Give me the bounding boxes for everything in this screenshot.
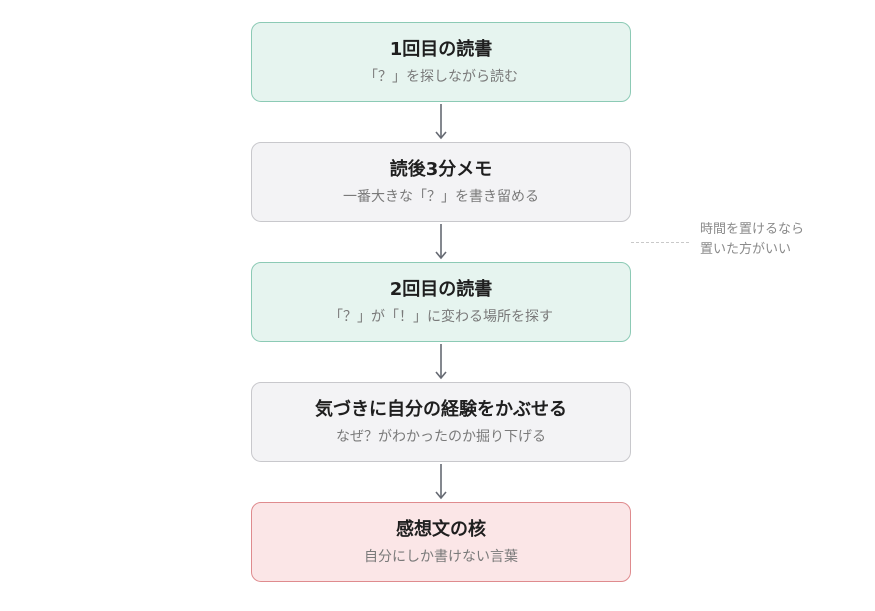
step-second-reading: 2回目の読書 「？」が「！」に変わる場所を探す [251,262,631,342]
arrow-down-icon [431,222,451,262]
step-core-of-review: 感想文の核 自分にしか書けない言葉 [251,502,631,582]
step-subtitle: なぜ？がわかったのか掘り下げる [336,429,546,445]
step-title: 感想文の核 [396,519,486,540]
step-subtitle: 「？」を探しながら読む [364,69,518,85]
step-after-reading-memo: 読後3分メモ 一番大きな「？」を書き留める [251,142,631,222]
step-subtitle: 一番大きな「？」を書き留める [343,189,539,205]
side-note-line1: 時間を置けるなら [700,222,805,237]
arrow-down-icon [431,102,451,142]
step-overlay-experience: 気づきに自分の経験をかぶせる なぜ？がわかったのか掘り下げる [251,382,631,462]
step-title: 読後3分メモ [389,159,493,180]
note-connector [631,242,689,243]
step-title: 1回目の読書 [389,39,493,60]
arrow-down-icon [431,462,451,502]
arrow-down-icon [431,342,451,382]
step-subtitle: 「？」が「！」に変わる場所を探す [329,309,553,325]
step-subtitle: 自分にしか書けない言葉 [364,549,518,565]
side-note-line2: 置いた方がいい [700,242,792,257]
step-first-reading: 1回目の読書 「？」を探しながら読む [251,22,631,102]
side-note: 時間を置けるなら 置いた方がいい [700,220,804,260]
step-title: 気づきに自分の経験をかぶせる [315,399,567,420]
step-title: 2回目の読書 [389,279,493,300]
